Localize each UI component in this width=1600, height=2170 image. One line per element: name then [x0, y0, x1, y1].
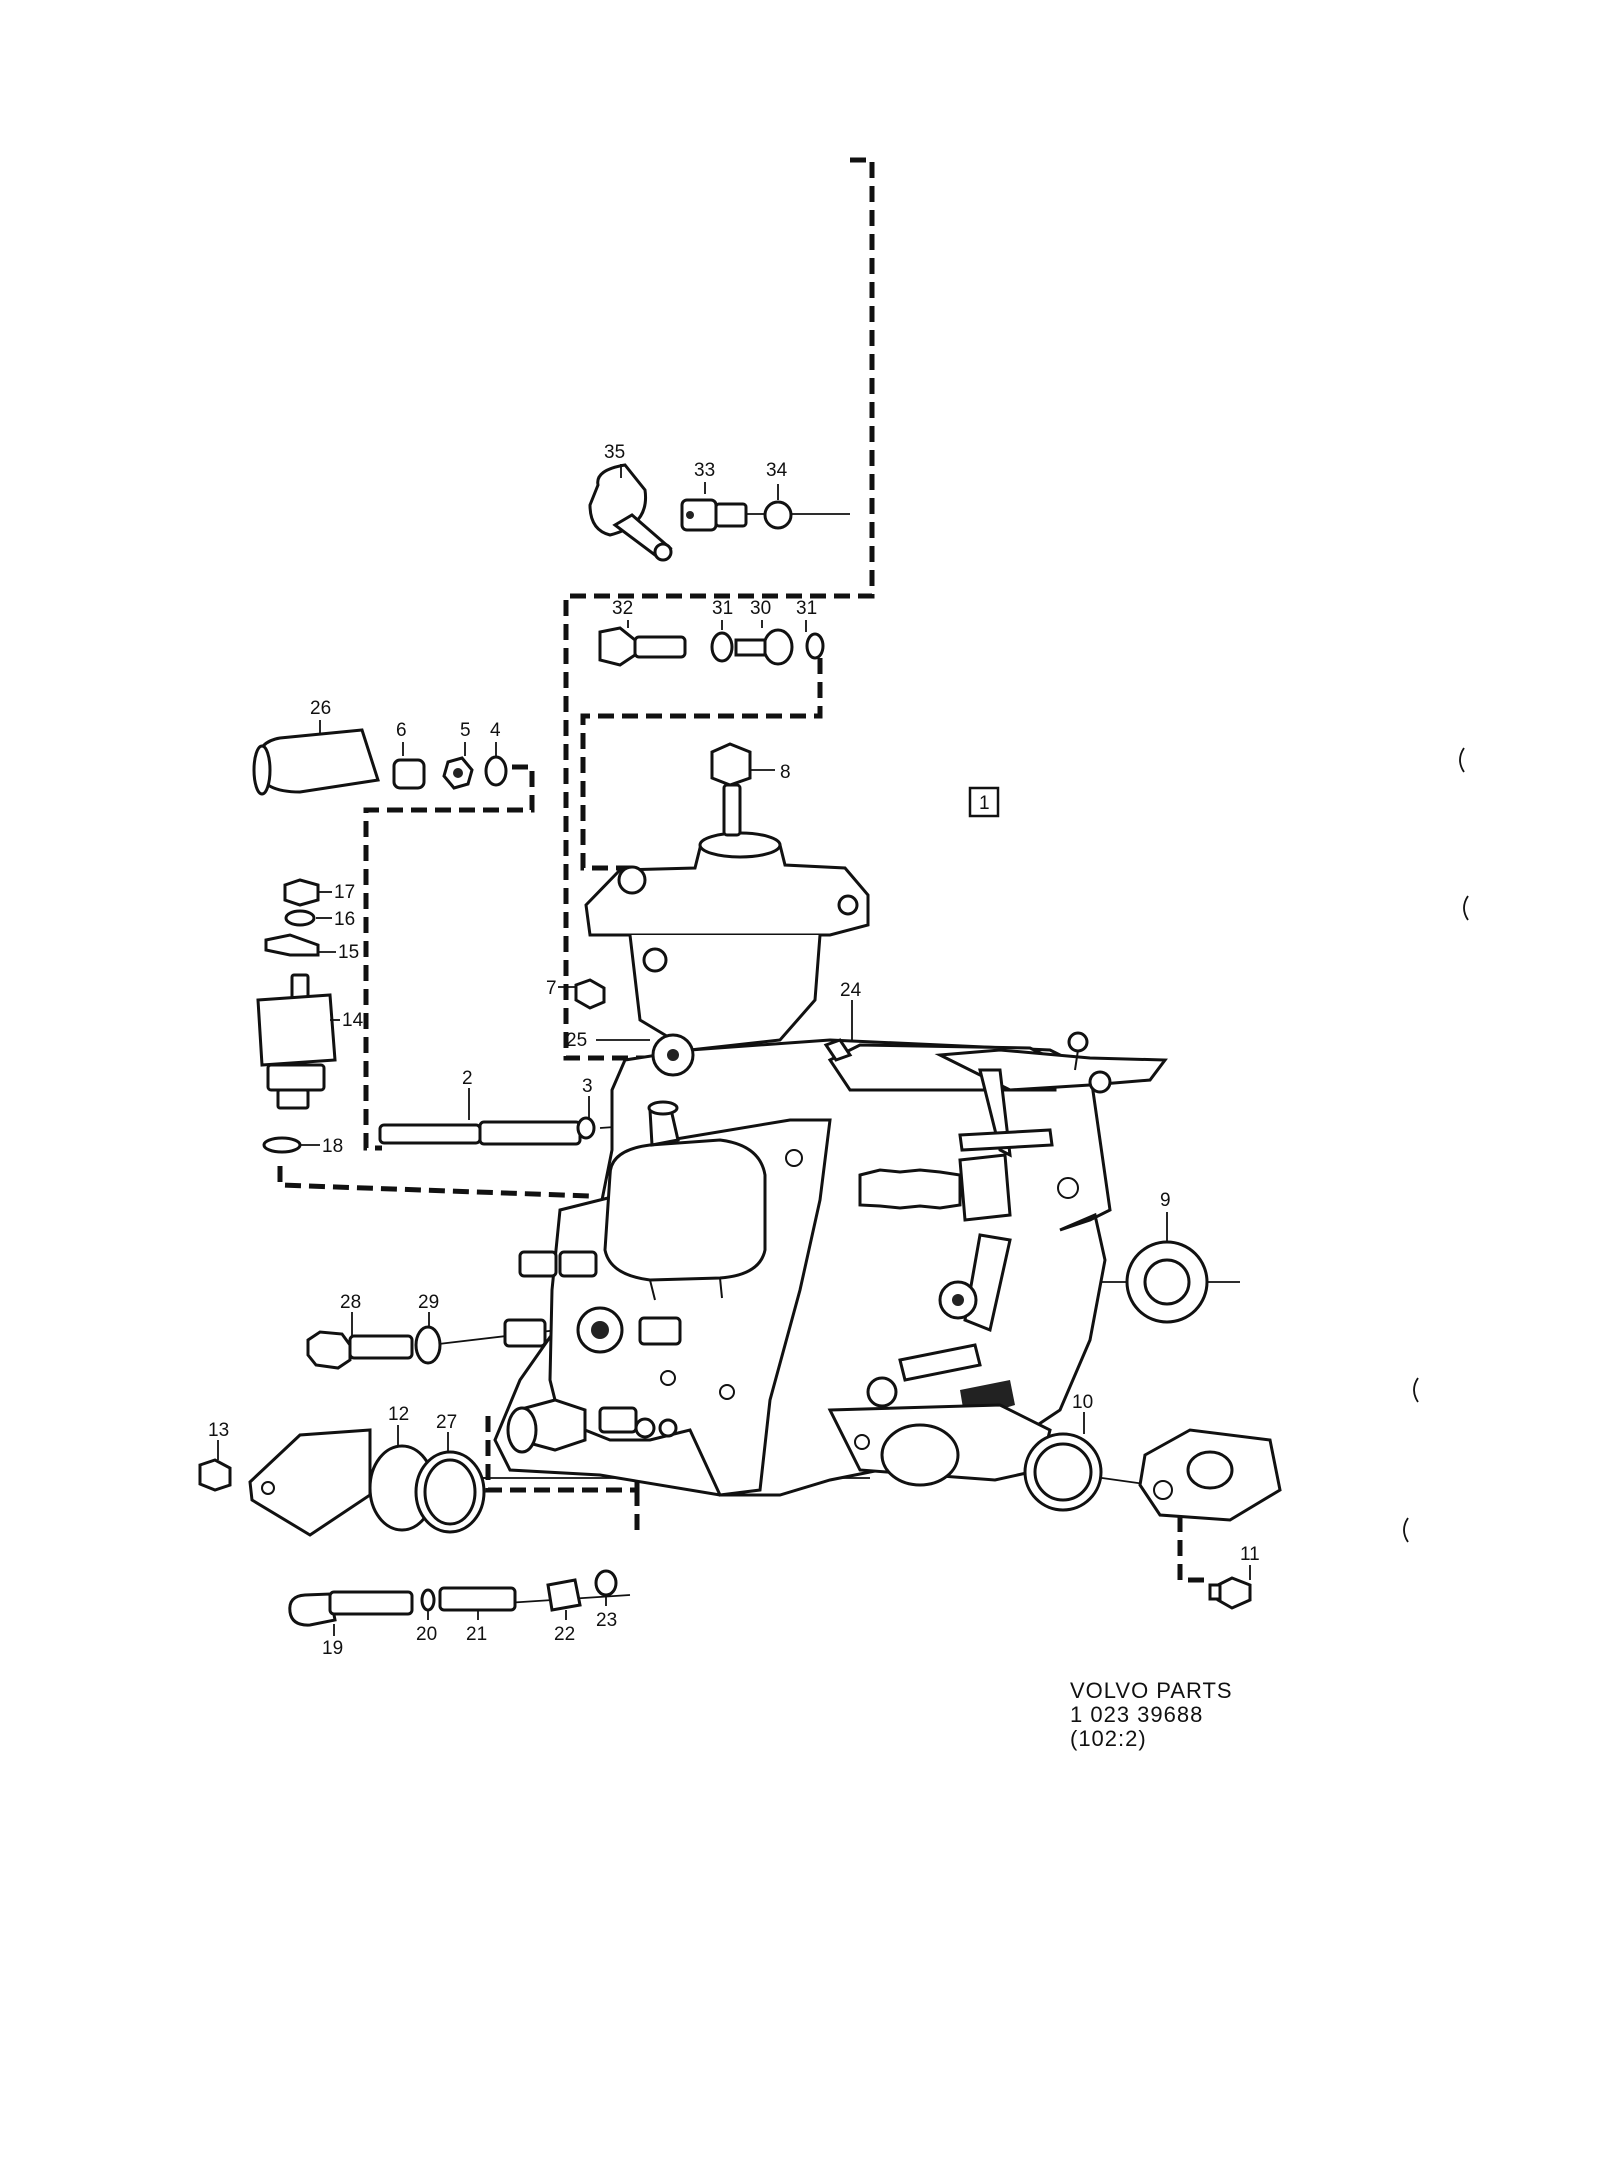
callout-34: 34: [766, 460, 788, 481]
callout-22: 22: [554, 1624, 575, 1645]
leader-lines: [217, 464, 1251, 1636]
caption-number: 1 023 39688: [1070, 1702, 1203, 1727]
callout-18: 18: [322, 1136, 343, 1157]
callout-10: 10: [1072, 1392, 1093, 1413]
scan-mark: [1413, 1377, 1419, 1403]
callout-9: 9: [1160, 1190, 1171, 1211]
callout-2: 2: [462, 1068, 473, 1089]
callout-6: 6: [396, 720, 407, 741]
callout-3: 3: [582, 1076, 593, 1097]
view-marker-label: 1: [979, 793, 990, 814]
callout-27: 27: [436, 1412, 457, 1433]
callout-24: 24: [840, 980, 862, 1001]
callout-5: 5: [460, 720, 471, 741]
scan-mark: [1459, 747, 1465, 773]
callout-11: 11: [1240, 1544, 1260, 1565]
callout-30: 30: [750, 598, 771, 619]
callout-16: 16: [334, 909, 355, 930]
callout-25: 25: [566, 1030, 587, 1051]
view-marker: 1: [968, 786, 1000, 818]
callout-21: 21: [466, 1624, 487, 1645]
callout-31a: 31: [712, 598, 733, 619]
separate-parts: [198, 463, 1282, 1627]
callout-35: 35: [604, 442, 625, 463]
callout-32: 32: [612, 598, 633, 619]
callout-14: 14: [342, 1010, 364, 1031]
injection-pump-body: [493, 831, 1168, 1497]
callout-23: 23: [596, 1610, 617, 1631]
callout-7: 7: [546, 978, 557, 999]
callout-33: 33: [694, 460, 715, 481]
callout-8: 8: [780, 762, 791, 783]
callout-4: 4: [490, 720, 501, 741]
scan-mark: [1403, 1517, 1409, 1543]
callout-19: 19: [322, 1638, 343, 1659]
callout-15: 15: [338, 942, 359, 963]
callout-29: 29: [418, 1292, 439, 1313]
callout-20: 20: [416, 1624, 437, 1645]
caption-section: (102:2): [1070, 1726, 1147, 1751]
callout-13: 13: [208, 1420, 229, 1441]
callout-31b: 31: [796, 598, 817, 619]
callout-26: 26: [310, 698, 331, 719]
callout-12: 12: [388, 1404, 409, 1425]
parts-caption: VOLVO PARTS 1 023 39688 (102:2): [1070, 1678, 1233, 1751]
callout-17: 17: [334, 882, 355, 903]
caption-brand: VOLVO PARTS: [1070, 1678, 1233, 1703]
callout-labels: 35 33 34 32 31 30 31 26 6 5 4 8 17 16 15…: [208, 442, 1260, 1659]
callout-28: 28: [340, 1292, 361, 1313]
scan-mark: [1463, 895, 1469, 921]
